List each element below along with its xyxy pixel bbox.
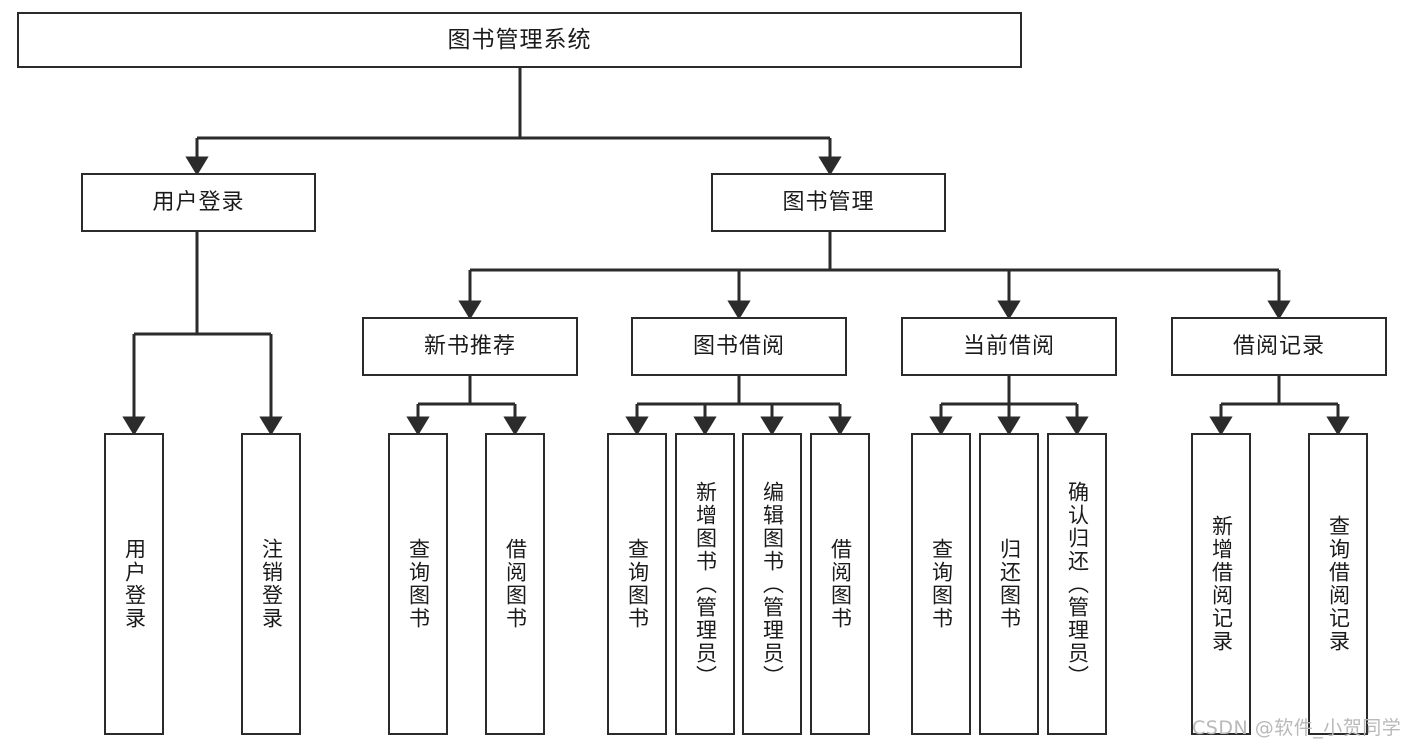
- node-leaf-user-login-label: 用户登录: [122, 538, 147, 630]
- node-user-login-label: 用户登录: [152, 189, 245, 215]
- node-borrow-record-label: 借阅记录: [1232, 333, 1325, 359]
- node-leaf-logout-label: 注销登录: [259, 538, 284, 630]
- node-leaf-return-book-label: 归还图书: [997, 538, 1022, 630]
- node-root-system-label: 图书管理系统: [447, 26, 592, 53]
- node-borrow-record[interactable]: 借阅记录: [1171, 317, 1387, 376]
- csdn-watermark: CSDN @软件_小贺同学: [1192, 717, 1402, 739]
- node-leaf-add-record[interactable]: 新增借阅记录: [1191, 433, 1251, 735]
- node-leaf-query-book-3-label: 查询图书: [929, 538, 954, 630]
- node-leaf-query-book-3[interactable]: 查询图书: [911, 433, 971, 735]
- node-leaf-logout[interactable]: 注销登录: [241, 433, 301, 735]
- node-book-borrow[interactable]: 图书借阅: [631, 317, 847, 376]
- node-new-book-recommend-label: 新书推荐: [423, 333, 516, 359]
- node-leaf-confirm-return[interactable]: 确认归还（管理员）: [1047, 433, 1107, 735]
- node-leaf-query-book-1[interactable]: 查询图书: [388, 433, 448, 735]
- node-user-login[interactable]: 用户登录: [81, 173, 316, 232]
- node-book-management[interactable]: 图书管理: [711, 173, 946, 232]
- node-leaf-user-login[interactable]: 用户登录: [104, 433, 164, 735]
- node-leaf-borrow-book-2[interactable]: 借阅图书: [810, 433, 870, 735]
- node-book-borrow-label: 图书借阅: [692, 333, 785, 359]
- node-current-borrow[interactable]: 当前借阅: [901, 317, 1117, 376]
- node-leaf-query-record[interactable]: 查询借阅记录: [1308, 433, 1368, 735]
- node-leaf-query-book-1-label: 查询图书: [406, 538, 431, 630]
- node-leaf-edit-book-label: 编辑图书（管理员）: [760, 480, 785, 688]
- node-leaf-confirm-return-label: 确认归还（管理员）: [1065, 480, 1090, 688]
- node-leaf-add-record-label: 新增借阅记录: [1209, 515, 1234, 653]
- node-leaf-query-record-label: 查询借阅记录: [1326, 515, 1351, 653]
- node-current-borrow-label: 当前借阅: [962, 333, 1055, 359]
- node-leaf-add-book[interactable]: 新增图书（管理员）: [675, 433, 735, 735]
- node-leaf-edit-book[interactable]: 编辑图书（管理员）: [742, 433, 802, 735]
- node-leaf-return-book[interactable]: 归还图书: [979, 433, 1039, 735]
- node-leaf-query-book-2[interactable]: 查询图书: [607, 433, 667, 735]
- node-leaf-add-book-label: 新增图书（管理员）: [693, 480, 718, 688]
- node-leaf-borrow-book-1[interactable]: 借阅图书: [485, 433, 545, 735]
- node-leaf-query-book-2-label: 查询图书: [625, 538, 650, 630]
- node-root-system[interactable]: 图书管理系统: [17, 12, 1022, 68]
- node-leaf-borrow-book-2-label: 借阅图书: [828, 538, 853, 630]
- node-book-management-label: 图书管理: [782, 189, 875, 215]
- node-leaf-borrow-book-1-label: 借阅图书: [503, 538, 528, 630]
- node-new-book-recommend[interactable]: 新书推荐: [362, 317, 578, 376]
